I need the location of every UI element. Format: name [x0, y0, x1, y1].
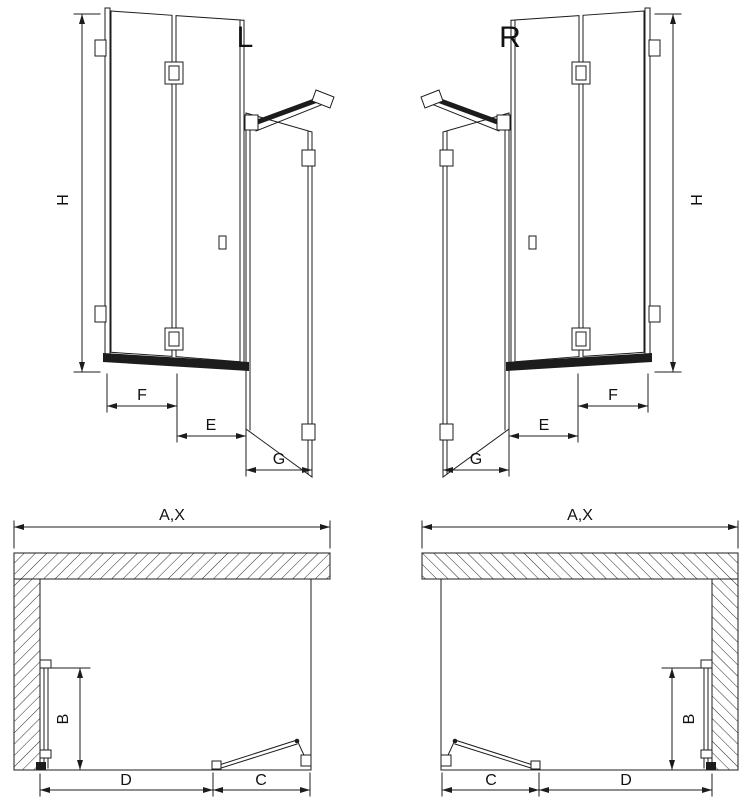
- dim-label-height-right: H: [689, 194, 706, 206]
- dim-label-b-right: B: [681, 714, 698, 725]
- dim-label-d-left: D: [120, 772, 132, 789]
- dim-label-ax-right: A,X: [567, 507, 593, 524]
- dim-label-g-left: G: [273, 451, 285, 468]
- elevation-right: [421, 8, 681, 477]
- dim-label-e-right: E: [539, 417, 550, 434]
- dim-label-e-left: E: [206, 417, 217, 434]
- dim-label-c-right: C: [485, 772, 497, 789]
- variant-label-left: L: [237, 21, 254, 54]
- dim-label-c-left: C: [255, 772, 267, 789]
- dim-label-height-left: H: [55, 194, 72, 206]
- plan-right: [421, 520, 739, 797]
- dim-label-b-left: B: [55, 714, 72, 725]
- elevation-left: [74, 8, 334, 477]
- dim-label-d-right: D: [620, 772, 632, 789]
- plan-left: [13, 520, 331, 797]
- dim-label-ax-left: A,X: [159, 507, 185, 524]
- variant-label-right: R: [499, 21, 521, 54]
- dim-label-g-right: G: [470, 451, 482, 468]
- dim-label-f-right: F: [608, 387, 618, 404]
- dim-label-f-left: F: [137, 387, 147, 404]
- labels: L R H F E G H F E G A,X B D C A,X B C D: [55, 21, 706, 789]
